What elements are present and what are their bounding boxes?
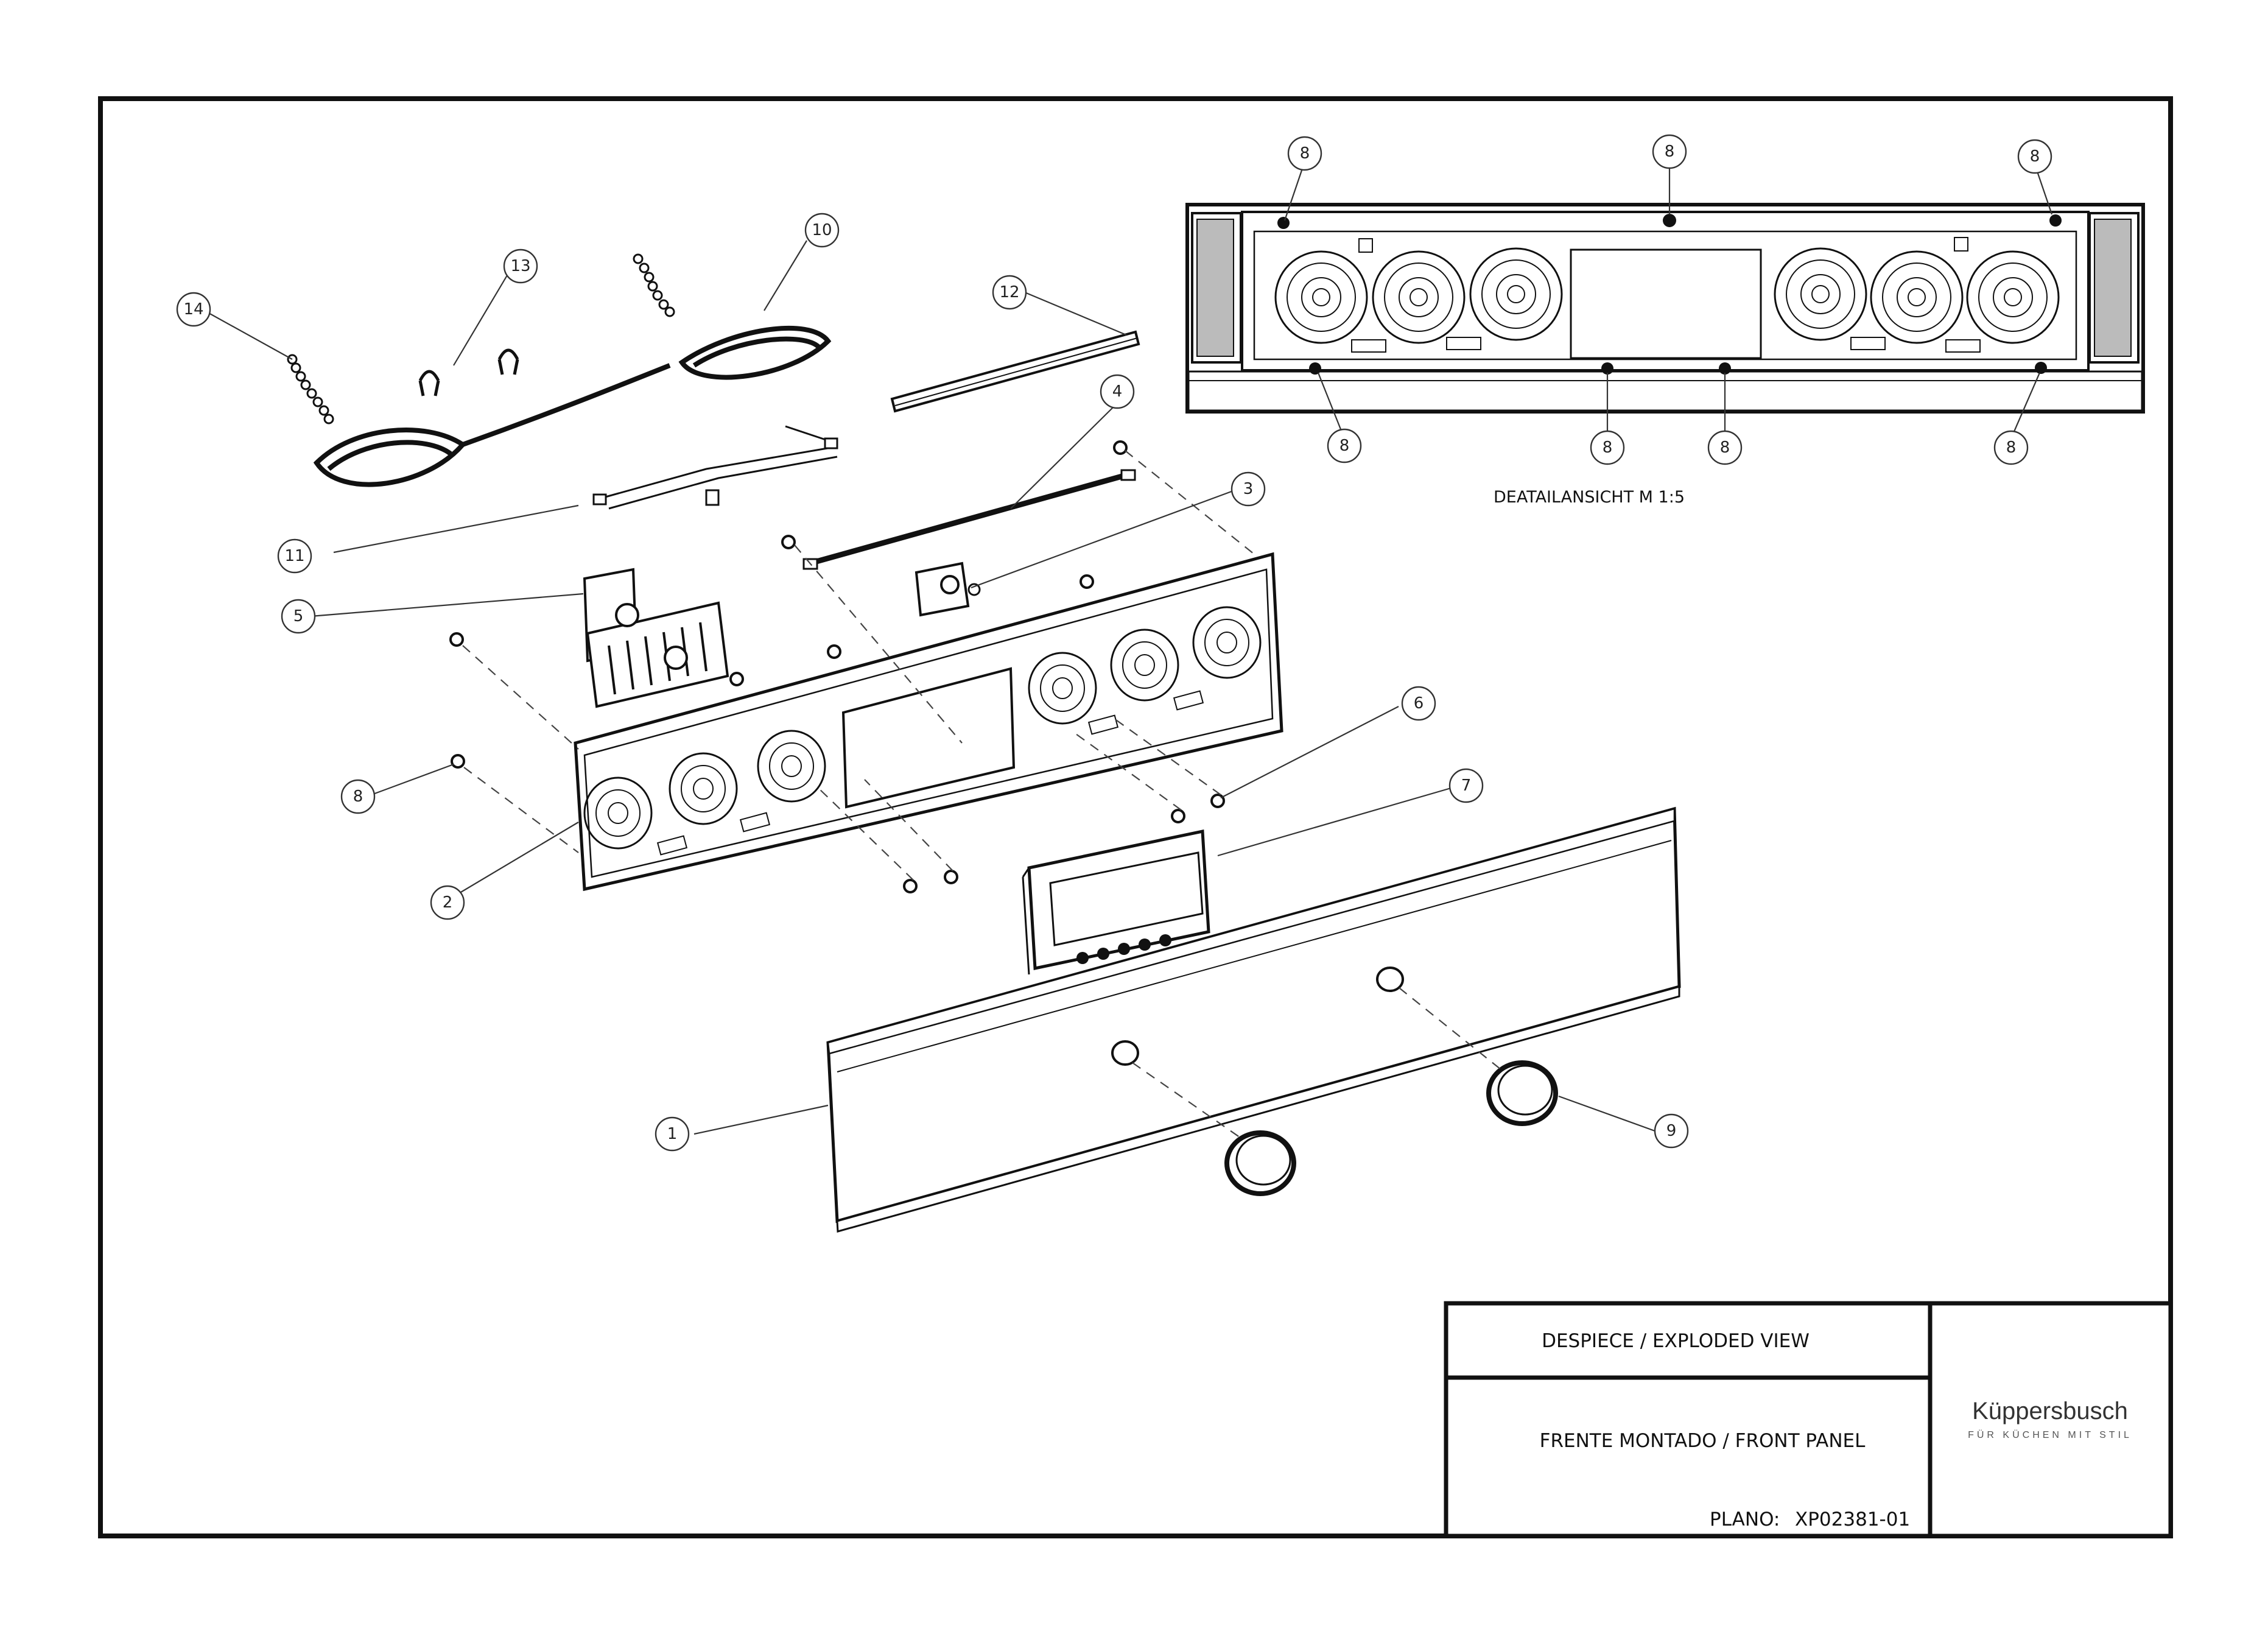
plano-label: PLANO: — [1710, 1509, 1780, 1530]
balloon-8-detail-c: 8 — [2017, 139, 2052, 174]
balloon-8-left: 8 — [340, 779, 376, 814]
bracket-knob-housings — [583, 606, 1262, 850]
detail-view — [1185, 203, 2145, 414]
svg-text:11: 11 — [284, 547, 304, 565]
plano-value: XP02381-01 — [1795, 1509, 1910, 1530]
svg-text:8: 8 — [1720, 438, 1730, 457]
svg-text:6: 6 — [1414, 694, 1424, 713]
svg-text:10: 10 — [812, 221, 832, 239]
cable-4 — [802, 469, 1136, 570]
display-module — [1022, 829, 1210, 975]
svg-text:5: 5 — [293, 607, 304, 625]
leader-lines — [202, 160, 2053, 1135]
svg-text:3: 3 — [1243, 480, 1254, 498]
mounting-bracket — [574, 552, 1283, 892]
balloon-8-detail-f: 8 — [1707, 430, 1743, 465]
svg-text:8: 8 — [1300, 144, 1310, 163]
detail-knob-housings — [1274, 247, 2060, 344]
svg-text:13: 13 — [510, 257, 530, 275]
svg-text:4: 4 — [1112, 382, 1123, 401]
balloon-1: 1 — [655, 1116, 690, 1152]
svg-text:8: 8 — [1339, 437, 1350, 455]
svg-text:8: 8 — [1603, 438, 1613, 457]
balloon-6: 6 — [1401, 686, 1436, 721]
svg-text:8: 8 — [2006, 438, 2017, 457]
brand-logo: Küppersbusch — [1972, 1398, 2128, 1424]
svg-text:1: 1 — [667, 1125, 678, 1143]
svg-text:8: 8 — [353, 787, 363, 806]
title-front-panel: FRENTE MONTADO / FRONT PANEL — [1540, 1430, 1866, 1452]
balloon-8-detail-b: 8 — [1652, 134, 1687, 169]
balloon-8-detail-d: 8 — [1327, 428, 1362, 463]
harness-11 — [592, 425, 838, 510]
knob-left — [1224, 1130, 1296, 1196]
strip-12 — [890, 330, 1140, 413]
balloon-13: 13 — [503, 248, 538, 284]
clips-13 — [418, 348, 519, 396]
balloon-11: 11 — [277, 538, 312, 574]
drawing-frame — [98, 96, 2173, 1538]
balloon-12: 12 — [992, 275, 1027, 310]
detail-caption: DEATAILANSICHT M 1:5 — [1494, 488, 1685, 507]
connector-3 — [915, 562, 981, 617]
svg-text:8: 8 — [2030, 147, 2040, 166]
svg-text:8: 8 — [1665, 143, 1675, 161]
balloon-9: 9 — [1654, 1113, 1689, 1149]
assembly-lines — [462, 450, 1504, 1139]
balloon-2: 2 — [430, 885, 465, 920]
balloon-5: 5 — [281, 599, 316, 634]
balloon-10: 10 — [804, 213, 840, 248]
svg-text:2: 2 — [443, 893, 453, 912]
brand-tagline: FÜR KÜCHEN MIT STIL — [1968, 1429, 2132, 1440]
balloon-3: 3 — [1231, 471, 1266, 507]
svg-text:7: 7 — [1461, 777, 1472, 795]
balloon-4: 4 — [1100, 374, 1135, 409]
screws — [449, 440, 1225, 893]
balloon-14: 14 — [176, 292, 211, 327]
balloon-7: 7 — [1448, 768, 1484, 803]
svg-text:9: 9 — [1666, 1122, 1677, 1140]
chain-14 — [287, 354, 334, 424]
chain-10-top — [633, 253, 675, 317]
balloon-8-detail-e: 8 — [1590, 430, 1625, 465]
knob-right — [1486, 1060, 1558, 1126]
balloon-8-detail-a: 8 — [1287, 136, 1322, 171]
svg-text:14: 14 — [183, 300, 203, 319]
title-exploded-view: DESPIECE / EXPLODED VIEW — [1542, 1330, 1810, 1352]
title-block: DESPIECE / EXPLODED VIEW FRENTE MONTADO … — [1444, 1301, 2173, 1538]
detail-screws — [1277, 214, 2062, 375]
cable-coil-10 — [313, 325, 832, 487]
svg-text:12: 12 — [999, 283, 1019, 301]
balloon-8-detail-g: 8 — [1993, 430, 2029, 465]
terminal-block — [583, 568, 729, 708]
front-panel — [826, 806, 1681, 1233]
